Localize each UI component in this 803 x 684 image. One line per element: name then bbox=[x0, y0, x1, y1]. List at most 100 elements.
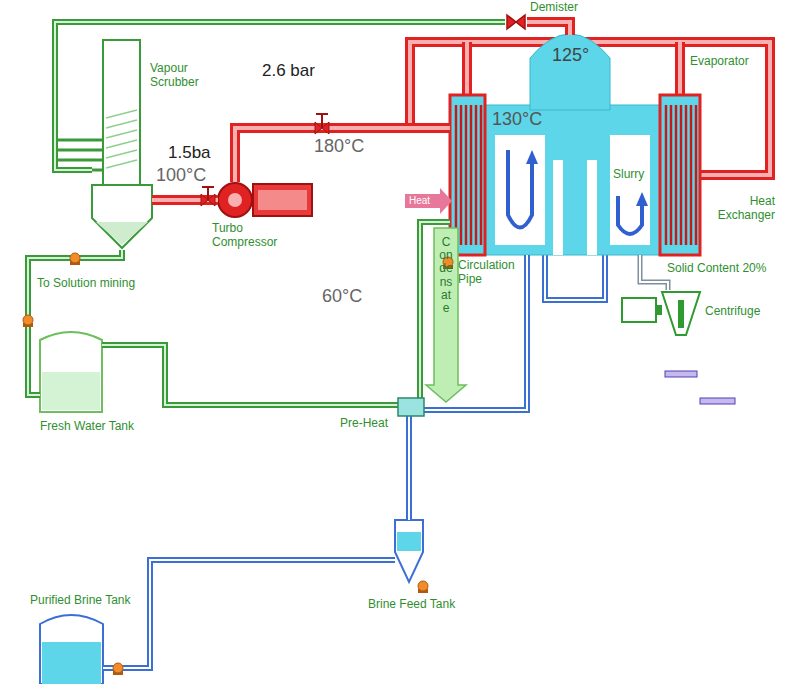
steam-pipe bbox=[675, 42, 685, 95]
centrifuge-core bbox=[678, 300, 684, 328]
equipment-box: Vapour Scrubber bbox=[92, 38, 152, 250]
pipe-connector bbox=[409, 255, 527, 520]
equipment-label: Fresh Water Tank bbox=[40, 420, 134, 434]
pump bbox=[113, 663, 123, 673]
equipment-box: Purified Brine Tank bbox=[40, 615, 103, 684]
heat-arrow bbox=[405, 188, 452, 214]
equipment-label: Heat Exchanger bbox=[700, 195, 775, 223]
pump bbox=[23, 315, 33, 325]
evaporator-gap bbox=[587, 160, 597, 255]
water-tank bbox=[40, 332, 102, 412]
pipe bbox=[55, 22, 505, 170]
salt-conveyor bbox=[665, 371, 697, 377]
centrifuge-motor bbox=[622, 298, 656, 322]
compressor-motor bbox=[253, 184, 312, 216]
steam-pipe bbox=[462, 42, 472, 95]
steam-pipe-core bbox=[465, 42, 469, 95]
equipment-label: Demister bbox=[530, 1, 578, 15]
circulation-pipe-core bbox=[545, 255, 605, 300]
pipe-core bbox=[28, 250, 122, 395]
evaporator-chamber bbox=[495, 135, 545, 245]
pipe-core bbox=[102, 222, 450, 405]
equipment-box: Turbo Compressor bbox=[218, 182, 312, 218]
evaporator-chamber bbox=[610, 135, 650, 245]
pipe-connector bbox=[235, 128, 450, 182]
heat-exchanger-shell bbox=[660, 95, 700, 255]
pipe-connector bbox=[103, 560, 395, 668]
pipe-core bbox=[640, 255, 668, 290]
pipe-core bbox=[55, 22, 505, 170]
pipe-connector bbox=[527, 22, 570, 35]
pipe bbox=[640, 255, 668, 290]
annotation-label: Pre-Heat bbox=[340, 417, 388, 431]
scrubber-liquid bbox=[96, 222, 148, 245]
circulation-pipe bbox=[545, 255, 605, 300]
compressor-hub bbox=[228, 193, 242, 207]
pipe-connector bbox=[28, 250, 122, 395]
equipment-box: Centrifuge bbox=[622, 290, 700, 335]
annotation-label: 125° bbox=[552, 46, 589, 64]
pipe bbox=[527, 22, 570, 35]
scrubber-column bbox=[103, 40, 140, 185]
equipment-label: Vapour Scrubber bbox=[150, 62, 210, 90]
annotation-label: To Solution mining bbox=[37, 277, 135, 291]
tank-brine bbox=[397, 532, 421, 551]
equipment-label: Turbo Compressor bbox=[212, 222, 292, 250]
tank-brine bbox=[42, 642, 101, 684]
heat-exchanger-tubes bbox=[456, 105, 481, 245]
spray-line bbox=[55, 140, 103, 170]
pipe-core bbox=[527, 22, 570, 35]
tank-water bbox=[42, 372, 100, 410]
feed-tank bbox=[395, 520, 423, 582]
centrifuge-shaft bbox=[656, 305, 662, 315]
pump bbox=[70, 253, 80, 263]
pump bbox=[418, 581, 428, 591]
compressor-casing bbox=[218, 183, 252, 217]
pipe-connector bbox=[102, 222, 450, 405]
demister-valve bbox=[507, 15, 525, 29]
equipment-box: Demister bbox=[505, 14, 527, 30]
annotation-label: Heat bbox=[409, 195, 430, 207]
annotation-label: 1.5ba bbox=[168, 144, 211, 161]
equipment-label: Purified Brine Tank bbox=[30, 594, 131, 608]
annotation-label: 60°C bbox=[322, 287, 362, 305]
annotation-label: Slurry bbox=[613, 168, 644, 182]
pipe-connector bbox=[640, 255, 668, 290]
compressor-motor-panel bbox=[258, 190, 307, 210]
equipment-label: Centrifuge bbox=[705, 305, 760, 319]
pipe bbox=[409, 255, 527, 520]
equipment-box: Heat Exchanger bbox=[660, 95, 700, 255]
pipe bbox=[28, 250, 122, 395]
brine-tank bbox=[40, 615, 103, 684]
annotation-label: Condensate bbox=[439, 236, 453, 315]
heat-exchanger-tubes bbox=[666, 105, 696, 245]
equipment-label: Evaporator bbox=[690, 55, 749, 69]
pipe-core bbox=[103, 560, 395, 668]
evaporator-gap bbox=[553, 160, 563, 255]
centrifuge-bowl bbox=[662, 292, 700, 335]
annotation-label: Circulation Pipe bbox=[458, 259, 520, 287]
annotation-label: 130°C bbox=[492, 110, 542, 128]
annotation-label: 100°C bbox=[156, 166, 206, 184]
equipment-box: Brine Feed Tank bbox=[395, 520, 423, 582]
pipe-connector bbox=[55, 22, 505, 170]
annotation-label: 180°C bbox=[314, 137, 364, 155]
condensate-arrow bbox=[426, 228, 466, 402]
scrubber-packing bbox=[106, 110, 137, 168]
pipe-core bbox=[409, 255, 527, 520]
flow-arrowhead bbox=[636, 192, 648, 206]
annotation-label: 2.6 bar bbox=[262, 62, 315, 79]
salt-conveyor bbox=[700, 398, 735, 404]
pipe bbox=[235, 128, 450, 182]
scrubber-vessel bbox=[92, 185, 152, 248]
equipment-box: Fresh Water Tank bbox=[40, 330, 102, 412]
evaporator-dome bbox=[530, 34, 610, 110]
pipe-core bbox=[235, 128, 450, 182]
valve-handle bbox=[316, 114, 328, 128]
equipment-label: Brine Feed Tank bbox=[368, 598, 455, 612]
annotation-label: Solid Content 20% bbox=[667, 262, 766, 276]
pipe bbox=[102, 222, 450, 405]
steam-pipe-core bbox=[678, 42, 682, 95]
flow-arrowhead bbox=[526, 150, 538, 164]
valve-handle bbox=[202, 187, 214, 200]
